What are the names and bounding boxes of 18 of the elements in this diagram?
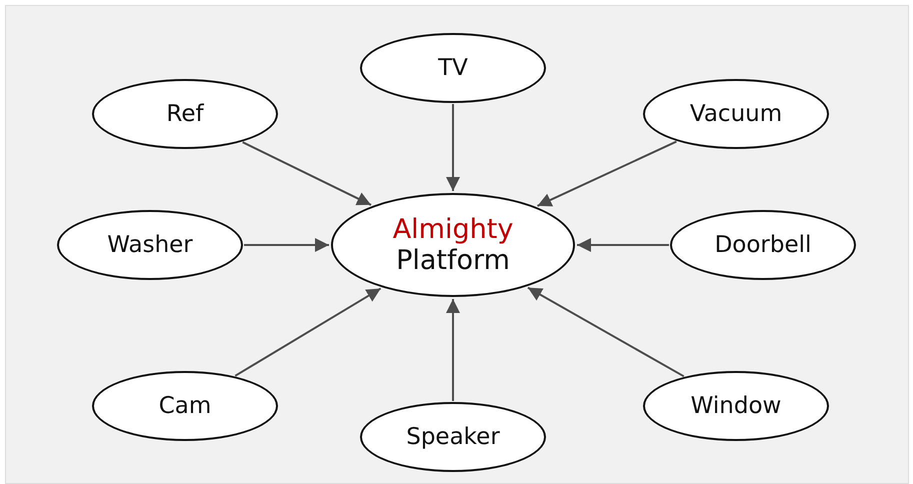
device-label: Vacuum xyxy=(690,100,782,128)
arrow xyxy=(577,238,669,252)
device-label: Window xyxy=(690,392,782,420)
device-label: Washer xyxy=(107,232,193,258)
device-label: Doorbell xyxy=(714,232,812,258)
arrow xyxy=(537,140,677,207)
arrow xyxy=(446,104,460,191)
arrow xyxy=(446,299,460,401)
device-label: TV xyxy=(438,54,468,82)
platform-label: Platform xyxy=(396,245,510,276)
device-label: Ref xyxy=(166,100,204,128)
arrow xyxy=(234,288,382,377)
platform-label: Almighty xyxy=(392,214,514,245)
arrow xyxy=(242,141,372,206)
arrow xyxy=(244,238,329,252)
device-label: Cam xyxy=(158,392,212,420)
device-label: Speaker xyxy=(406,424,500,450)
arrow xyxy=(527,286,684,378)
